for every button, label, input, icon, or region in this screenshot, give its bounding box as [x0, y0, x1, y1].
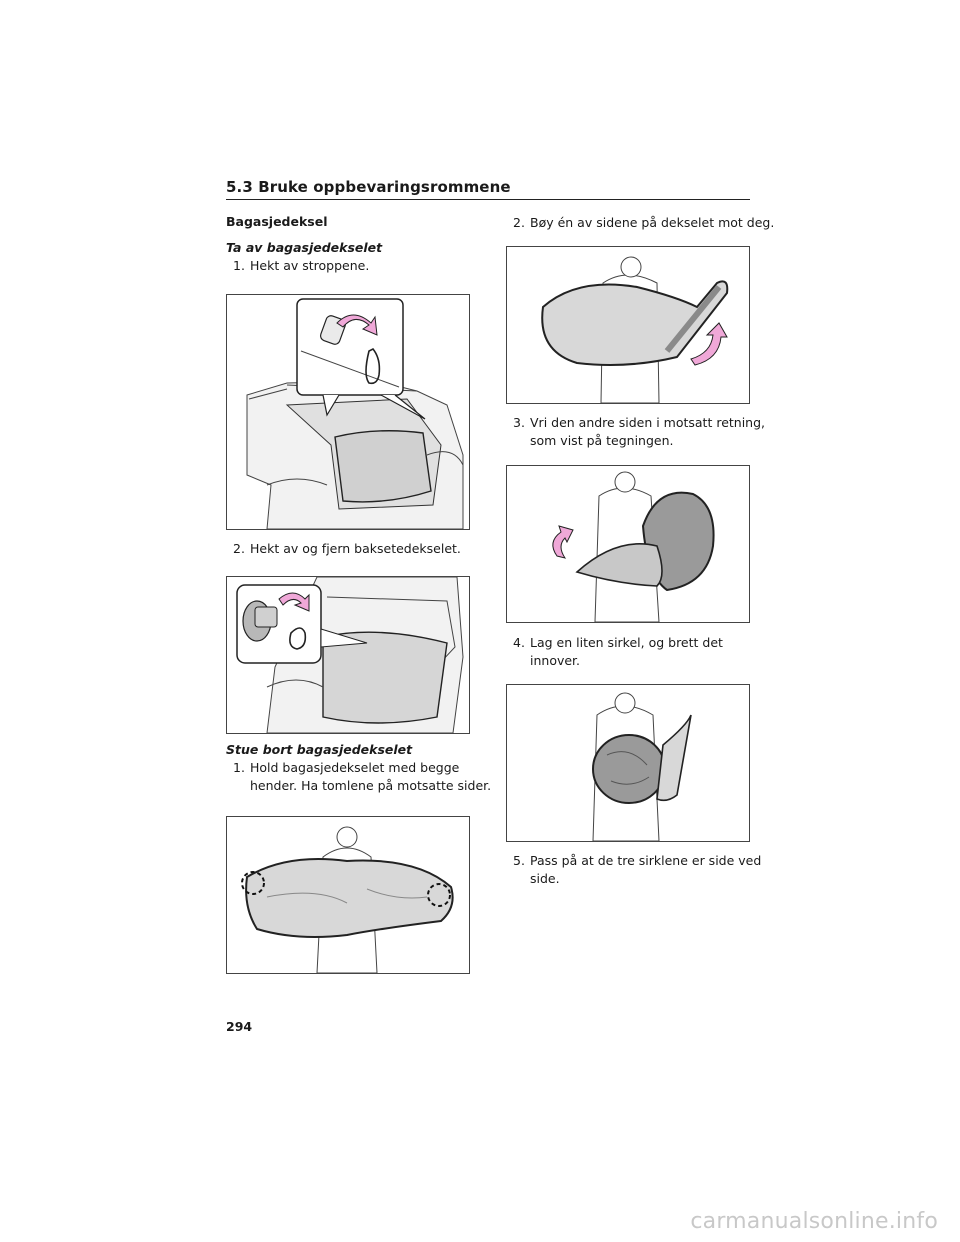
step-remove-rear-cover: 2. Hekt av og fjern baksetedekselet.	[233, 540, 461, 558]
step-twist-other-side: 3. Vri den andre siden i motsatt retning,…	[513, 414, 765, 450]
section-title: 5.3 Bruke oppbevaringsrommene	[226, 178, 511, 196]
step-number: 3.	[513, 415, 525, 430]
step-text: Hekt av og fjern baksetedekselet.	[250, 541, 461, 556]
heading-bagasjedeksel: Bagasjedeksel	[226, 214, 328, 229]
step-unhook-straps: 1. Hekt av stroppene.	[233, 257, 369, 275]
figure-remove-rear-cover	[226, 576, 470, 734]
step-text-line1: Vri den andre siden i motsatt retning,	[530, 415, 766, 430]
step-text-line2: side.	[530, 871, 560, 886]
figure-hold-cover	[226, 816, 470, 974]
step-number: 1.	[233, 258, 245, 273]
subheading-remove: Ta av bagasjedekselet	[226, 240, 383, 255]
step-number: 4.	[513, 635, 525, 650]
step-text-line2: hender. Ha tomlene på motsatte sider.	[250, 778, 492, 793]
page-number: 294	[226, 1019, 253, 1034]
step-text-line2: som vist på tegningen.	[530, 433, 674, 448]
step-text-line1: Lag en liten sirkel, og brett det	[530, 635, 723, 650]
step-text-line1: Hold bagasjedekselet med begge	[250, 760, 460, 775]
step-circles-side-by-side: 5. Pass på at de tre sirklene er side ved…	[513, 852, 761, 888]
section-divider	[226, 199, 750, 200]
figure-make-circle	[506, 684, 750, 842]
step-text: Bøy én av sidene på dekselet mot deg.	[530, 215, 775, 230]
step-make-circle: 4. Lag en liten sirkel, og brett det inno…	[513, 634, 723, 670]
step-text-line2: innover.	[530, 653, 581, 668]
step-bend-side: 2. Bøy én av sidene på dekselet mot deg.	[513, 214, 774, 232]
step-number: 5.	[513, 853, 525, 868]
step-text: Hekt av stroppene.	[250, 258, 370, 273]
step-number: 2.	[513, 215, 525, 230]
watermark: carmanualsonline.info	[690, 1209, 938, 1234]
subheading-store: Stue bort bagasjedekselet	[226, 742, 413, 757]
step-number: 2.	[233, 541, 245, 556]
figure-bend-side	[506, 246, 750, 404]
figure-twist-other-side	[506, 465, 750, 623]
step-hold-cover: 1. Hold bagasjedekselet med begge hender.…	[233, 759, 491, 795]
step-number: 1.	[233, 760, 245, 775]
figure-unhook-straps	[226, 294, 470, 530]
step-text-line1: Pass på at de tre sirklene er side ved	[530, 853, 762, 868]
